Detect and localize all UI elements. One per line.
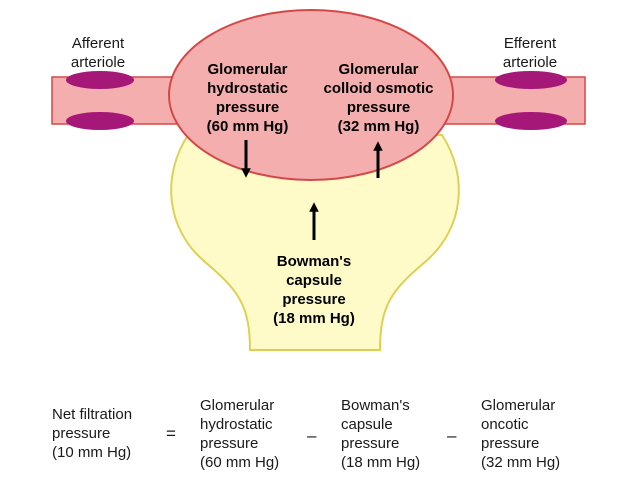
equals-sign: =: [166, 424, 176, 443]
glomerular-colloid-label: Glomerular colloid osmotic pressure (32 …: [323, 61, 434, 135]
equation-term-hydrostatic: Glomerular hydrostatic pressure (60 mm H…: [200, 397, 280, 471]
minus-sign-1: –: [307, 426, 317, 445]
efferent-wall-top: [495, 71, 567, 89]
bowmans-capsule-label: Bowman's capsule pressure (18 mm Hg): [273, 253, 355, 327]
equation-term-bowmans: Bowman's capsule pressure (18 mm Hg): [341, 397, 421, 471]
minus-sign-2: –: [447, 426, 457, 445]
afferent-wall-bottom: [66, 112, 134, 130]
glomerular-hydrostatic-label: Glomerular hydrostatic pressure (60 mm H…: [206, 61, 289, 135]
bowmans-capsule: [170, 134, 460, 351]
afferent-arteriole-label: Afferent arteriole: [70, 35, 126, 71]
efferent-arteriole-label: Efferent arteriole: [502, 35, 558, 71]
afferent-wall-top: [66, 71, 134, 89]
net-filtration-label: Net filtration pressure (10 mm Hg): [52, 406, 133, 461]
efferent-wall-bottom: [495, 112, 567, 130]
equation-term-oncotic: Glomerular oncotic pressure (32 mm Hg): [481, 397, 561, 471]
glomerulus: [168, 9, 454, 181]
